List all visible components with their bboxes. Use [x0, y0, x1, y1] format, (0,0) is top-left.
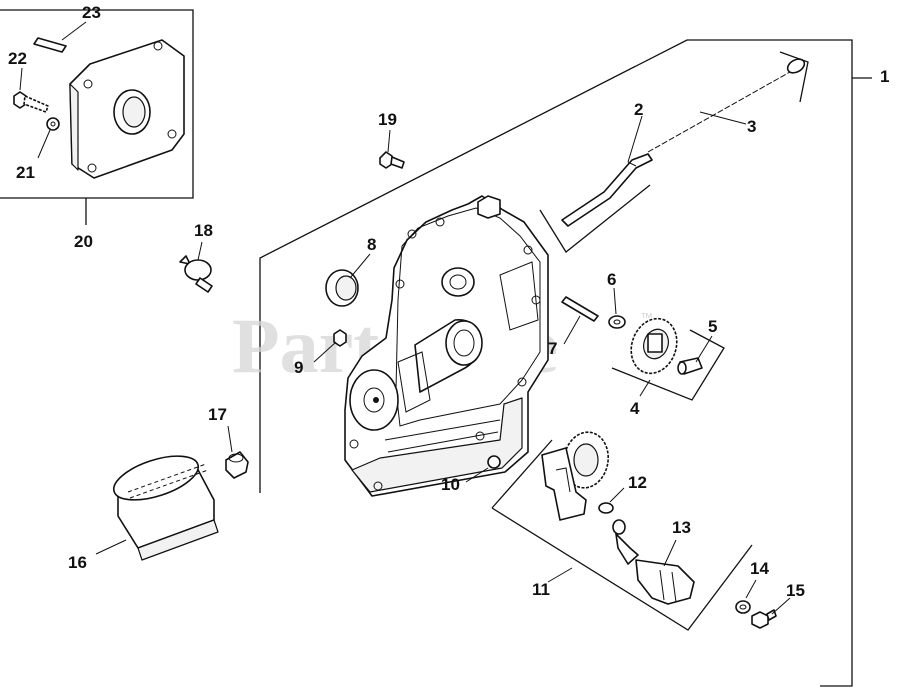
callout-6: 6 [607, 270, 616, 289]
kit-box-20 [0, 9, 194, 225]
o-ring-icon-10 [487, 455, 501, 469]
filter-nipple-icon [225, 451, 249, 479]
callout-15: 15 [786, 581, 805, 600]
crankcase-cover-assembly-icon [344, 195, 549, 497]
washer-icon-6 [608, 315, 626, 329]
callout-17: 17 [208, 405, 227, 424]
screw-icon-19 [379, 151, 405, 169]
washer-icon-14 [735, 600, 751, 614]
governor-gear-icon [630, 317, 678, 375]
callout-4: 4 [630, 399, 640, 418]
callout-20: 20 [74, 232, 93, 251]
callout-19: 19 [378, 110, 397, 129]
assembly-outline-1 [259, 39, 872, 687]
callout-7: 7 [548, 339, 557, 358]
callout-18: 18 [194, 221, 213, 240]
governor-assembly-box [611, 329, 725, 401]
callout-21: 21 [16, 163, 35, 182]
oil-filter-icon [112, 455, 219, 561]
callout-13: 13 [672, 518, 691, 537]
callout-2: 2 [634, 100, 643, 119]
callout-16: 16 [68, 553, 87, 572]
oil-pressure-switch-icon [179, 255, 213, 293]
oil-pickup-icon [612, 519, 695, 605]
oil-pump-icon [541, 431, 610, 521]
callout-14: 14 [750, 559, 769, 578]
callout-labels: 1 2 3 4 5 6 7 8 9 10 11 12 13 14 15 16 1… [8, 3, 889, 600]
callout-23: 23 [82, 3, 101, 22]
washer-icon-21 [46, 117, 60, 131]
adapter-plate-icon [69, 39, 185, 179]
bolt-icon [751, 609, 777, 629]
callout-10: 10 [441, 475, 460, 494]
callout-9: 9 [294, 358, 303, 377]
callout-11: 11 [532, 580, 550, 599]
callout-8: 8 [367, 235, 376, 254]
o-ring-icon-12 [598, 502, 614, 514]
callout-1: 1 [880, 67, 889, 86]
callout-5: 5 [708, 317, 717, 336]
oil-pump-assembly-box [491, 439, 753, 631]
dipstick-bracket-box [539, 51, 809, 253]
leader-lines [19, 21, 791, 615]
governor-gear-pin-icon [677, 357, 703, 375]
callout-22: 22 [8, 49, 27, 68]
dipstick-tube-icon [561, 153, 653, 227]
dipstick-icon [647, 58, 806, 153]
nut-icon [333, 329, 347, 347]
screw-icon-22 [13, 91, 49, 113]
dowel-pin-icon [33, 37, 67, 53]
callout-12: 12 [628, 473, 647, 492]
cross-shaft-pin-icon [561, 296, 599, 322]
oil-seal-icon [325, 269, 359, 307]
callout-3: 3 [747, 117, 756, 136]
